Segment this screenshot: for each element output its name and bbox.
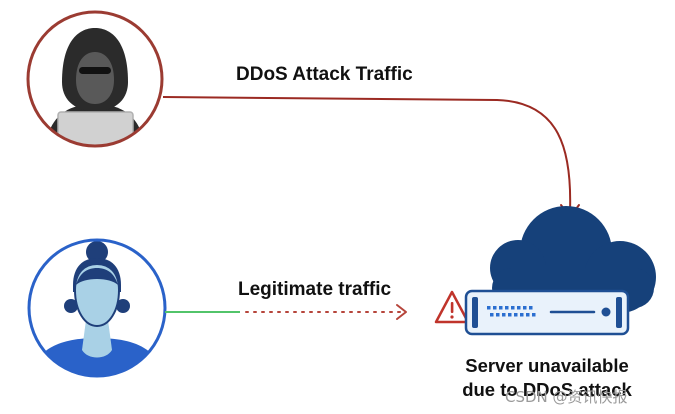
server-vent-dot — [493, 306, 497, 310]
server-vent-dot — [532, 313, 536, 317]
blocked-traffic-arrowhead — [396, 304, 407, 320]
server-rack-icon — [464, 289, 630, 336]
attack-traffic-label: DDoS Attack Traffic — [236, 64, 413, 85]
server-vent-dot — [511, 306, 515, 310]
server-vent-dot — [526, 313, 530, 317]
server-vent-dot — [514, 313, 518, 317]
server-status-line-1: Server unavailable — [465, 355, 629, 376]
server-vent-dot — [499, 306, 503, 310]
server-status-line-2: due to DDoS attack — [462, 379, 632, 400]
server-vent-dot — [520, 313, 524, 317]
user-avatar-icon — [27, 238, 167, 378]
server-vent-grid — [487, 306, 536, 317]
server-vent-dot — [505, 306, 509, 310]
attack-traffic-path — [162, 96, 572, 213]
server-vent-dot — [487, 306, 491, 310]
warning-icon — [434, 290, 470, 324]
watermark: CSDN @资讯快报 — [505, 388, 628, 406]
attacker-avatar-icon — [26, 10, 164, 148]
server-vent-dot — [529, 306, 533, 310]
server-vent-dot — [502, 313, 506, 317]
legitimate-traffic-label: Legitimate traffic — [238, 279, 392, 300]
server-vent-dot — [523, 306, 527, 310]
server-vent-dot — [517, 306, 521, 310]
server-vent-dot — [508, 313, 512, 317]
server-vent-dot — [490, 313, 494, 317]
server-status-caption: Server unavailable due to DDoS attack — [440, 354, 654, 402]
server-vent-dot — [496, 313, 500, 317]
